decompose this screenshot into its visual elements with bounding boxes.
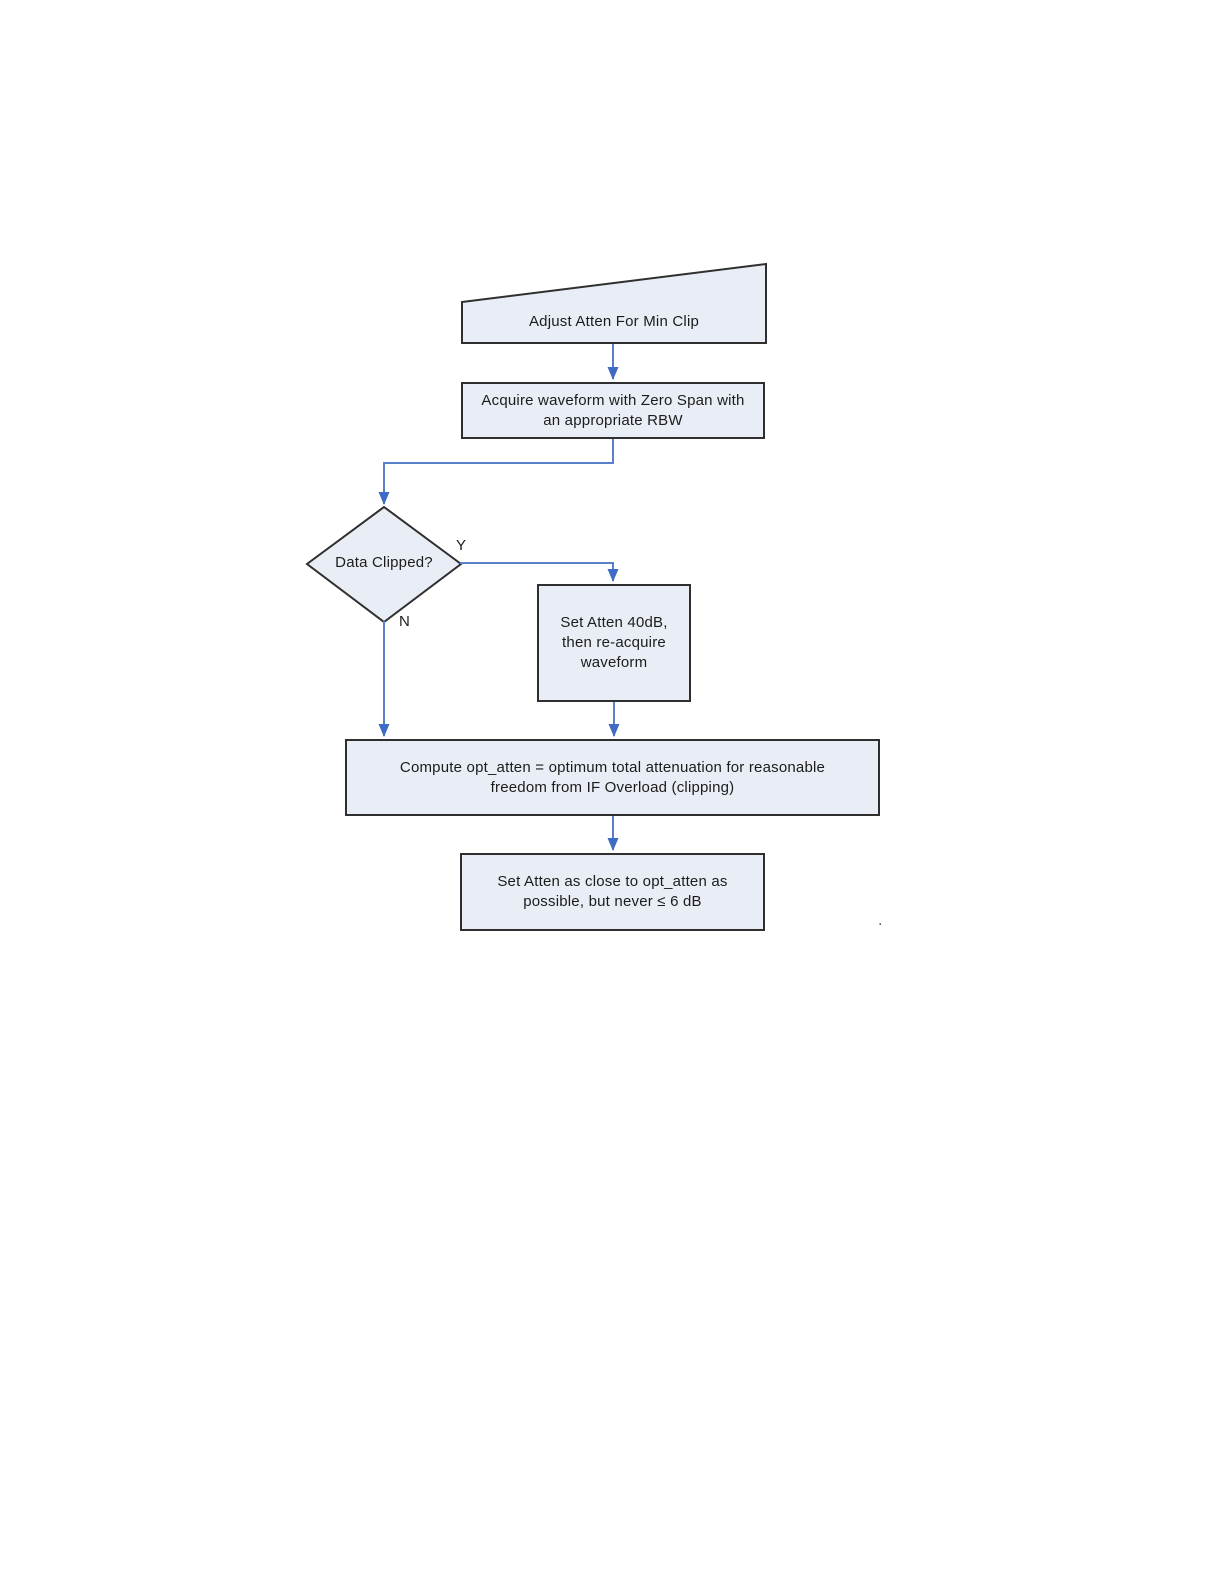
branch-label-no: N [399,613,411,630]
set-atten-final-line2: possible, but never ≤ 6 dB [523,893,702,910]
compute-opt-atten-line1: Compute opt_atten = optimum total attenu… [399,758,826,776]
compute-opt-atten-line2: freedom from IF Overload (clipping) [490,778,735,796]
adjust-atten-node-shape [461,262,767,344]
adjust-atten-text: Adjust Atten For Min Clip [528,312,700,330]
set-atten-final-node: Set Atten as close to opt_atten as possi… [460,853,765,931]
branch-label-yes: Y [456,537,467,554]
data-clipped-text: Data Clipped? [335,554,433,571]
connector-decision-yes-to-set40 [460,562,619,582]
acquire-waveform-node: Acquire waveform with Zero Span with an … [461,382,765,439]
set-atten-final-line1: Set Atten as close to opt_atten as [497,873,728,890]
set-atten-40db-line3: waveform [580,654,648,671]
acquire-waveform-line2: an appropriate RBW [543,411,683,429]
set-atten-40db-line2: then re-acquire [562,634,666,651]
acquire-waveform-line1: Acquire waveform with Zero Span with [481,391,745,409]
compute-opt-atten-node: Compute opt_atten = optimum total attenu… [345,739,880,816]
set-atten-40db-node: Set Atten 40dB, then re-acquire waveform [537,584,691,702]
data-clipped-decision-label: Data Clipped? [307,552,461,574]
adjust-atten-node-label: Adjust Atten For Min Clip [462,300,766,343]
connector-acquire-to-decision [378,439,614,505]
set-atten-40db-line1: Set Atten 40dB, [560,614,668,631]
stray-period-mark: . [878,912,883,929]
